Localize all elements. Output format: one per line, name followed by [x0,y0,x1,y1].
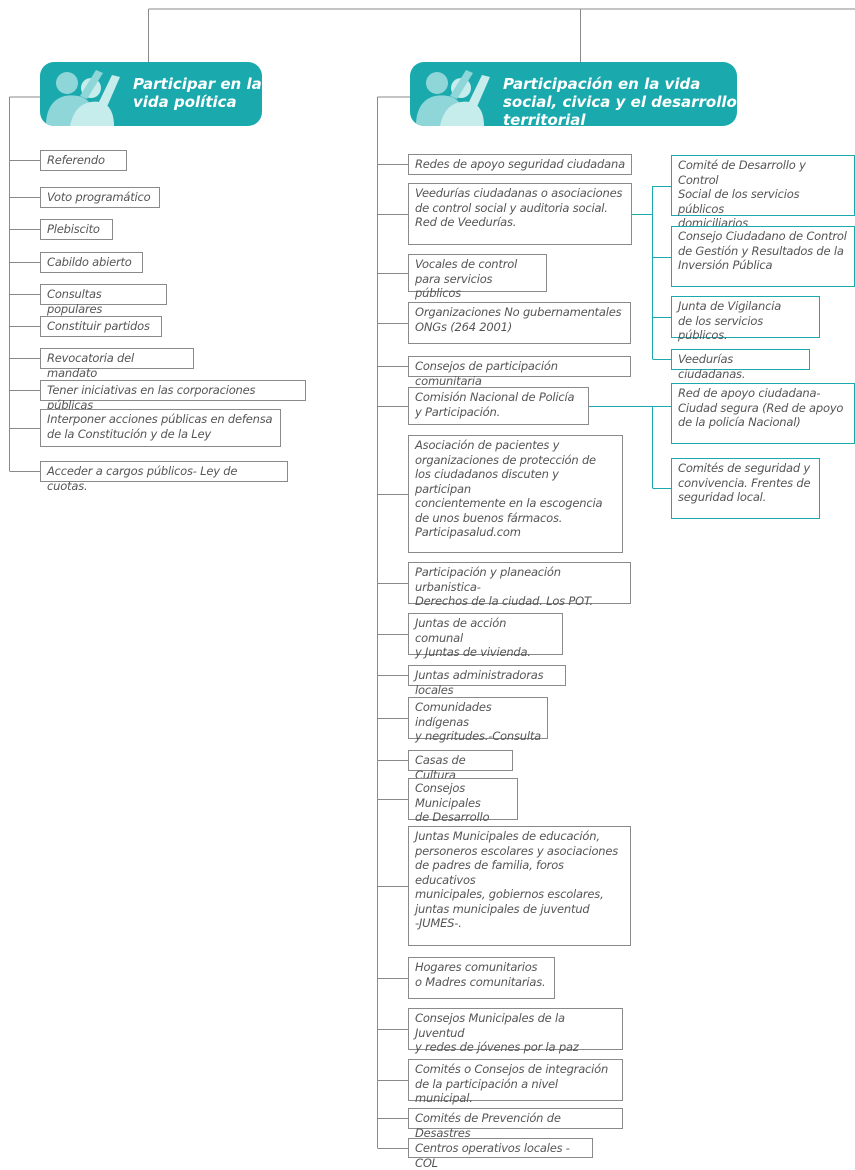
right-item: Redes de apoyo seguridad ciudadana [408,154,632,175]
right-item: Comisión Nacional de Policía y Participa… [408,387,589,425]
right-branch-header: Participación en la vida social, civica … [410,62,737,126]
right-item: Consejos de participación comunitaria [408,356,631,388]
left-item: Tener iniciativas en las corporaciones p… [40,380,306,412]
left-item: Referendo [40,150,127,171]
right-item: Vocales de control para servicios públic… [408,254,547,300]
right-item: Hogares comunitarios o Madres comunitari… [408,957,555,999]
left-item: Acceder a cargos públicos- Ley de cuotas… [40,461,288,493]
right-item: Veedurías ciudadanas o asociaciones de c… [408,183,632,245]
policia-child: Red de apoyo ciudadana- Ciudad segura (R… [671,383,855,444]
right-item: Casas de Cultura [408,750,513,782]
people-raising-hands-icon [46,70,120,126]
right-item: Consejos Municipales de la Juventud y re… [408,1008,623,1054]
left-item: Revocatoria del mandato [40,348,194,380]
left-item: Voto programático [40,187,160,208]
right-item: Consejos Municipales de Desarrollo Rural [408,778,518,839]
right-item: Comunidades indígenas y negritudes.-Cons… [408,697,548,743]
right-item: Juntas Municipales de educación, persone… [408,826,631,946]
right-branch-title: Participación en la vida social, civica … [503,75,737,126]
right-item: Comités de Prevención de Desastres [408,1108,623,1140]
left-branch-header: Participar en la vida política [40,62,262,126]
right-item: Juntas administradoras locales [408,665,566,697]
right-item: Centros operativos locales - COL [408,1138,593,1170]
veedurias-child: Junta de Vigilancia de los servicios púb… [671,296,820,342]
veedurias-child: Consejo Ciudadano de Control de Gestión … [671,226,855,287]
left-item: Cabildo abierto [40,252,143,273]
right-item: Juntas de acción comunal y Juntas de viv… [408,613,563,659]
left-item: Plebiscito [40,219,113,240]
policia-child: Comités de seguridad y convivencia. Fren… [671,458,820,519]
right-item: Comités o Consejos de integración de la … [408,1059,623,1105]
left-branch-title: Participar en la vida política [133,75,262,111]
veedurias-child: Comité de Desarrollo y Control Social de… [671,155,855,230]
left-item: Consultas populares [40,284,167,316]
right-item: Participación y planeación urbanistica- … [408,562,631,608]
left-item: Constituir partidos [40,316,162,337]
right-item: Organizaciones No gubernamentales ONGs (… [408,302,631,344]
people-raising-hands-icon [416,70,490,126]
veedurias-child: Veedurías ciudadanas. [671,349,810,381]
right-item: Asociación de pacientes y organizaciones… [408,435,623,553]
left-item: Interponer acciones públicas en defensa … [40,409,281,447]
